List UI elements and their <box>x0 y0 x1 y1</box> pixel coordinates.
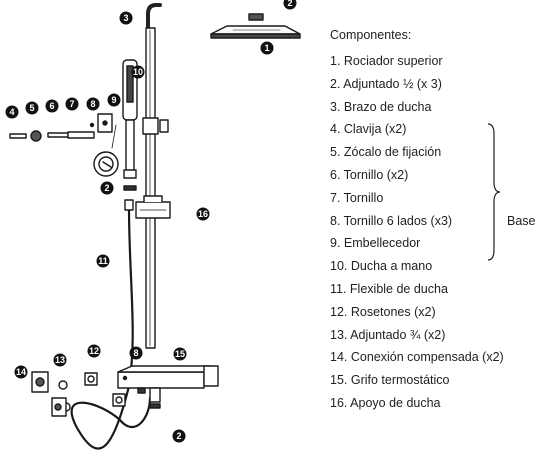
legend-item: 2. Adjuntado ½ (x 3) <box>330 76 442 91</box>
callout-badge-11: 11 <box>96 254 110 268</box>
shower-arm <box>146 3 162 30</box>
callout-badge-2-lower: 2 <box>172 429 186 443</box>
legend-item: 3. Brazo de ducha <box>330 99 432 114</box>
anchors-screws <box>9 122 95 142</box>
svg-text:2: 2 <box>104 183 109 193</box>
svg-text:12: 12 <box>89 346 99 356</box>
thermostatic-mixer <box>117 365 219 403</box>
legend-item: 7. Tornillo <box>330 190 384 205</box>
svg-text:2: 2 <box>176 431 181 441</box>
svg-text:5: 5 <box>29 103 34 113</box>
shower-support-slider <box>135 195 171 219</box>
callout-badge-3: 3 <box>119 11 133 25</box>
callout-badge-7: 7 <box>65 97 79 111</box>
connector-half-inch <box>123 185 137 191</box>
svg-text:8: 8 <box>90 99 95 109</box>
legend-item: 8. Tornillo 6 lados (x3) <box>330 213 453 228</box>
svg-text:4: 4 <box>9 107 14 117</box>
eccentric-connections <box>31 371 67 417</box>
rain-shower-head <box>210 13 301 39</box>
svg-text:16: 16 <box>198 209 208 219</box>
svg-text:13: 13 <box>55 355 65 365</box>
svg-text:3: 3 <box>123 13 128 23</box>
legend-item: 12. Rosetones (x2) <box>330 304 436 319</box>
svg-text:1: 1 <box>264 43 269 53</box>
callout-badge-4: 4 <box>5 105 19 119</box>
legend-item: 6. Tornillo (x2) <box>330 167 409 182</box>
legend-title: Componentes: <box>330 28 412 42</box>
riser-pipe <box>145 27 156 349</box>
callout-badge-9: 9 <box>107 93 121 107</box>
components-legend: Componentes: 1. Rociador superior 2. Adj… <box>330 28 540 415</box>
base-group-label: Base <box>507 214 536 228</box>
legend-item: 9. Embellecedor <box>330 236 421 251</box>
svg-text:15: 15 <box>175 349 185 359</box>
hand-shower <box>122 59 138 179</box>
callout-badge-2: 2 <box>283 0 297 10</box>
wall-bracket <box>142 117 159 135</box>
svg-text:10: 10 <box>133 67 143 77</box>
callout-badge-2-middle: 2 <box>100 181 114 195</box>
svg-text:7: 7 <box>69 99 74 109</box>
exploded-view-illustration: 1 2 3 4 5 6 7 8 9 10 11 12 13 14 15 16 8… <box>5 0 301 450</box>
svg-text:6: 6 <box>49 101 54 111</box>
trim-cover <box>93 113 119 177</box>
callout-badge-12: 12 <box>87 344 101 358</box>
svg-text:2: 2 <box>287 0 292 8</box>
base-group-brace <box>487 123 501 261</box>
svg-text:14: 14 <box>16 367 26 377</box>
svg-text:9: 9 <box>111 95 116 105</box>
svg-text:11: 11 <box>98 256 108 266</box>
legend-item: 1. Rociador superior <box>330 54 443 68</box>
legend-item: 10. Ducha a mano <box>330 259 433 274</box>
callout-badge-5: 5 <box>25 101 39 115</box>
callout-badge-15: 15 <box>173 347 187 361</box>
legend-item: 4. Clavija (x2) <box>330 122 407 137</box>
callout-badge-8-lower: 8 <box>129 346 143 360</box>
legend-item: 14. Conexión compensada (x2) <box>330 350 504 365</box>
shower-hose <box>70 206 152 450</box>
callout-badge-8: 8 <box>86 97 100 111</box>
legend-item: 5. Zócalo de fijación <box>330 145 442 160</box>
callout-badge-16: 16 <box>196 207 210 221</box>
legend-item: 13. Adjuntado ¾ (x2) <box>330 327 446 342</box>
legend-item: 11. Flexible de ducha <box>330 281 448 296</box>
callout-badge-6: 6 <box>45 99 59 113</box>
callout-badge-1: 1 <box>260 41 274 55</box>
callout-badge-10: 10 <box>131 65 145 79</box>
legend-list: 1. Rociador superior 2. Adjuntado ½ (x 3… <box>330 50 540 415</box>
legend-item: 16. Apoyo de ducha <box>330 395 441 410</box>
callout-badge-14: 14 <box>14 365 28 379</box>
rosettes <box>84 372 126 407</box>
legend-item: 15. Grifo termostático <box>330 373 450 388</box>
callout-badge-13: 13 <box>53 353 67 367</box>
svg-text:8: 8 <box>133 348 138 358</box>
